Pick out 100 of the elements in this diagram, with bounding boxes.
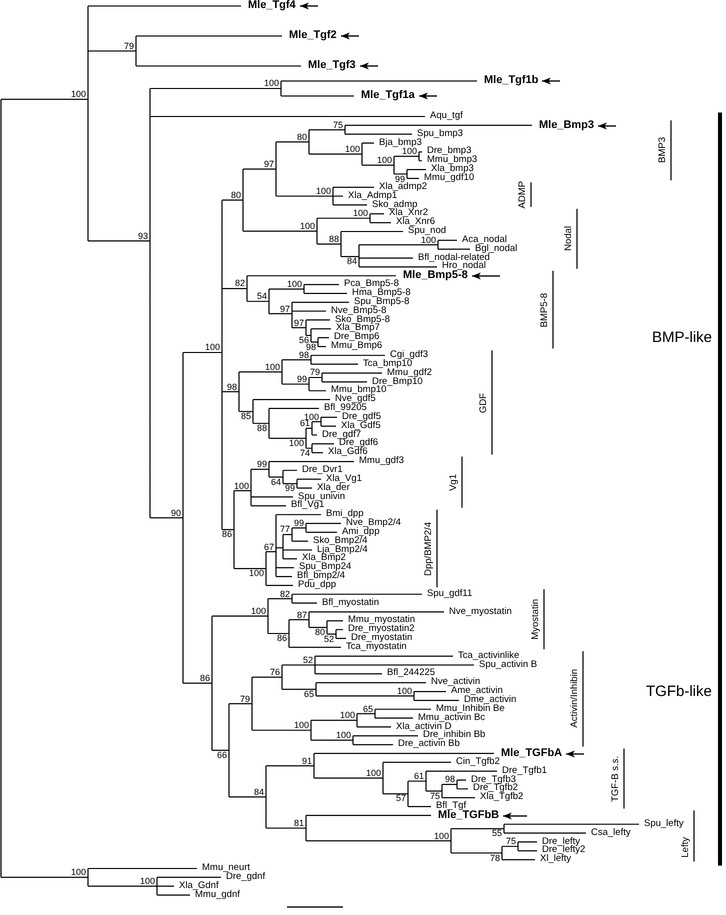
taxon-label: Xla_Gdf6 [328, 448, 368, 458]
taxon-label: Xla_Xnr6 [396, 218, 436, 228]
bootstrap-value: 86 [200, 674, 210, 684]
taxon-label: Dre_bmp3 [427, 147, 472, 156]
taxon-label: Dre_myostatin2 [348, 625, 415, 634]
bootstrap-value: 100 [205, 343, 220, 352]
taxon-label: Dre_lefty [542, 838, 580, 846]
taxon-label: Aca_nodal [462, 236, 507, 245]
bootstrap-value: 100 [366, 768, 382, 778]
taxon-label: Xla_activin D [396, 722, 452, 732]
taxon-label: Lja_Bmp2/4 [317, 546, 368, 554]
bootstrap-value: 52 [324, 634, 334, 644]
bootstrap-value: 90 [171, 508, 182, 518]
taxon-label: Bfl_244225 [387, 669, 436, 678]
taxon-label: Hro_nodal [442, 262, 486, 272]
arrow [503, 812, 527, 820]
taxon-label: Dre_Bmp10 [372, 378, 423, 386]
taxon-label: Mle_Bmp3 [539, 120, 594, 130]
taxon-label: Dre_myostatin [351, 634, 412, 643]
bootstrap-value: 98 [227, 382, 238, 392]
taxon-label: Xla_Tgfb2 [480, 793, 524, 802]
taxon-label: Mmu_neurt [202, 864, 250, 873]
taxon-label: Xla_Vg1 [326, 474, 362, 484]
taxon-label: Dre_gdf6 [339, 439, 378, 448]
taxon-label: Mmu_gdf3 [359, 457, 404, 466]
taxon-label: Ami_dpp [342, 528, 380, 537]
bootstrap-value: 75 [506, 837, 516, 846]
bootstrap-value: 74 [300, 448, 310, 458]
taxon-label: Bgl_nodal [475, 244, 518, 254]
bootstrap-value: 93 [138, 232, 148, 241]
bootstrap-value: 80 [231, 190, 242, 200]
bootstrap-value: 98 [445, 775, 456, 784]
bootstrap-value: 100 [71, 868, 86, 878]
arrow [341, 32, 359, 40]
arrow [598, 122, 616, 130]
taxon-label: Mle_Bmp5-8 [403, 270, 468, 280]
bootstrap-value: 79 [240, 694, 250, 704]
bootstrap-value: 100 [264, 79, 280, 88]
bootstrap-value: 80 [297, 132, 308, 142]
bootstrap-value: 87 [297, 610, 308, 620]
clade-label: Activin/Inhibin [570, 669, 580, 728]
taxon-label: Dre_Tgfb3 [471, 776, 516, 784]
bootstrap-value: 100 [377, 156, 392, 166]
taxon-label: Xl_lefty [540, 855, 572, 864]
bootstrap-value: 100 [287, 280, 302, 289]
bootstrap-value: 76 [270, 668, 280, 678]
taxon-label: Sko_admp [372, 200, 418, 210]
bootstrap-value: 100 [345, 144, 360, 154]
taxon-label: Xla_Gdnf [179, 882, 219, 891]
taxon-label: Mle_Tgf3 [308, 61, 356, 71]
taxon-label: Dre_gdf5 [342, 412, 382, 422]
taxon-label: Mmu_bmp10 [331, 386, 386, 396]
bootstrap-value: 65 [304, 690, 314, 699]
bootstrap-value: 100 [402, 147, 418, 156]
taxon-label: Ame_activin [451, 687, 503, 696]
taxon-label: Spu_lefty [644, 820, 684, 829]
taxon-label: Mmu_myostatin [348, 616, 416, 626]
bootstrap-value: 100 [300, 222, 316, 232]
taxon-label: Spu_Bmp5-8 [354, 298, 410, 307]
clade-label: ADMP [518, 181, 528, 209]
taxon-label: Dre_Dvr1 [302, 466, 343, 475]
taxon-label: Dre_Tgfb2 [473, 784, 518, 794]
taxon-label: Cin_Tgfb2 [456, 758, 500, 767]
taxon-label: Dre_activin Bb [398, 740, 460, 750]
bootstrap-value: 78 [490, 854, 500, 863]
clade-label: Nodal [564, 226, 574, 252]
bootstrap-value: 84 [254, 788, 264, 797]
arrow [419, 92, 437, 100]
clade-label: Dpp/BMP2/4 [424, 522, 434, 576]
taxon-label: Xla_Xnr2 [389, 209, 428, 218]
bootstrap-value: 97 [264, 160, 274, 169]
taxon-label: Tca_activinlike [458, 652, 520, 661]
bootstrap-value: 99 [297, 375, 308, 384]
bootstrap-value: 77 [280, 525, 290, 534]
taxon-label: Spu_gdf11 [427, 590, 472, 599]
taxon-label: Xla_Bmp2 [302, 554, 346, 564]
taxon-label: Mmu_gdf2 [387, 368, 432, 378]
taxon-label: Nve_gdf5 [335, 395, 376, 404]
bootstrap-value: 67 [264, 542, 274, 552]
bootstrap-value: 55 [492, 829, 502, 838]
bootstrap-value: 97 [280, 304, 290, 314]
taxon-label: Bmi_dpp [326, 510, 364, 519]
taxon-label: Spu_nod [408, 227, 446, 236]
taxon-label: Dre_gdf7 [322, 430, 362, 440]
bootstrap-value: 98 [306, 342, 316, 352]
taxon-label: Bja_bmp3 [379, 138, 422, 148]
bootstrap-value: 61 [300, 419, 310, 428]
bootstrap-value: 85 [241, 412, 252, 422]
taxon-label: Xla_der [317, 484, 350, 492]
taxon-label: Bfl_myostatin [322, 598, 380, 608]
bootstrap-value: 99 [395, 174, 406, 184]
bootstrap-value: 88 [329, 234, 340, 244]
bootstrap-value: 81 [294, 819, 304, 828]
taxon-label: Bfl_Vg1 [291, 501, 324, 510]
bootstrap-value: 98 [299, 350, 310, 360]
clade-label: Lefty [681, 836, 691, 858]
taxon-label: Nve_myostatin [449, 608, 512, 616]
taxon-label: Spu_activin B [479, 660, 538, 670]
taxon-label: Dre_gdnf [226, 872, 266, 882]
bootstrap-value: 64 [271, 478, 282, 487]
